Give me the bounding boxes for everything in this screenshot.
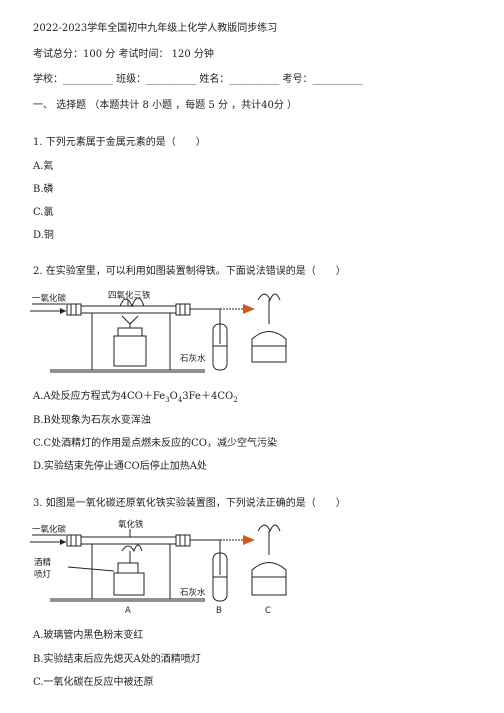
label-c: C	[265, 606, 271, 615]
limewater-label: 石灰水	[180, 353, 206, 364]
question-1-option-b: B.磷	[33, 184, 54, 195]
limewater-label: 石灰水	[180, 587, 206, 598]
exam-title: 2022-2023学年全国初中九年级上化学人教版同步练习	[33, 23, 278, 34]
exam-info: 考试总分：100 分 考试时间： 120 分钟	[33, 49, 214, 60]
question-2-option-b: B.B处现象为石灰水变浑浊	[33, 415, 151, 426]
lamp-label-2: 喷灯	[34, 569, 52, 580]
question-2-option-d: D.实验结束先停止通CO后停止加热A处	[33, 461, 207, 472]
question-2-option-c: C.C处酒精灯的作用是点燃未反应的CO，减少空气污染	[33, 438, 277, 449]
fe3o4-label: 四氧化三铁	[108, 290, 151, 301]
question-1-option-d: D.铜	[33, 230, 54, 241]
label-b: B	[216, 606, 222, 615]
section-title: 一、 选择题 （本题共计 8 小题 ，每题 5 分 ，共计40分 ）	[33, 100, 298, 111]
question-2-stem: 2. 在实验室里，可以利用如图装置制得铁。下面说法错误的是（ ）	[33, 266, 346, 277]
question-1-stem: 1. 下列元素属于金属元素的是（ ）	[33, 137, 206, 148]
oxide-label: 氧化铁	[118, 519, 144, 530]
question-3-option-c: C.一氧化碳在反应中被还原	[33, 677, 154, 688]
question-3-stem: 3. 如图是一氧化碳还原氧化铁实验装置图，下列说法正确的是（ ）	[33, 498, 346, 509]
lamp-label-1: 酒精	[34, 557, 52, 568]
student-fields: 学校：__________ 班级：__________ 姓名：_________…	[33, 74, 363, 85]
question-3-option-a: A.玻璃管内黑色粉末变红	[33, 630, 144, 641]
question-2-option-a: A.A处反应方程式为4CO＋Fe3O43Fe＋4CO2	[33, 391, 238, 404]
question-2-apparatus-figure: 一氧化碳 四氧化三铁 石灰水	[30, 290, 287, 373]
question-3-apparatus-figure: 一氧化碳 氧化铁 酒精 喷灯 A 石灰水 B C	[30, 519, 287, 615]
co-label: 一氧化碳	[32, 524, 67, 535]
label-a: A	[125, 606, 131, 615]
question-3-option-b: B.实验结束后应先熄灭A处的酒精喷灯	[33, 654, 201, 665]
question-1-option-a: A.氦	[33, 161, 54, 172]
question-1-option-c: C.氯	[33, 207, 54, 218]
co-label: 一氧化碳	[32, 293, 67, 304]
